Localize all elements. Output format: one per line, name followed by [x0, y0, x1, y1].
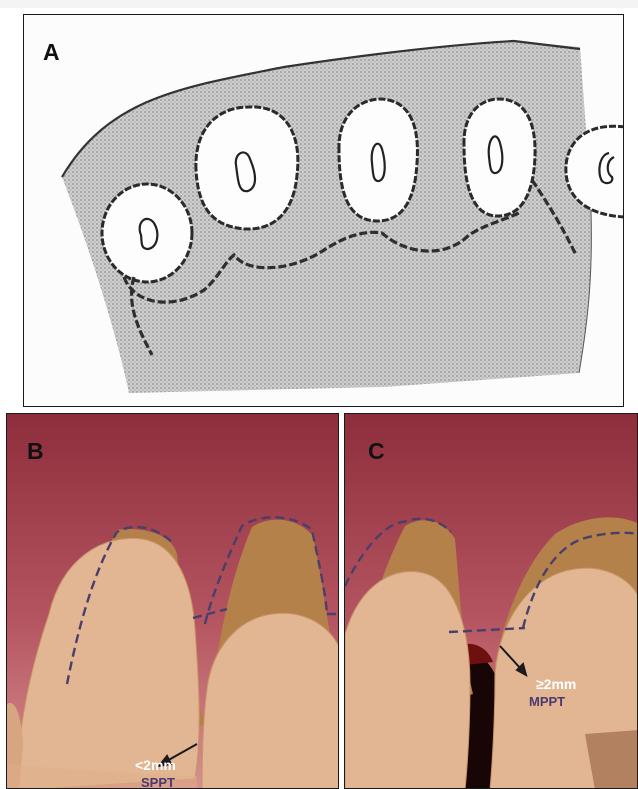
panel-c-drawing [345, 414, 638, 789]
panel-c-label: C [368, 438, 385, 465]
cropped-caption-strip [0, 0, 638, 8]
papilla-type-label: SPPT [141, 775, 175, 789]
tooth-cross-section-3 [339, 99, 417, 221]
panel-a-illustration [24, 15, 624, 407]
tooth-cross-section-1 [102, 184, 192, 282]
panel-a-line-drawing: A [23, 14, 624, 407]
panel-b-drawing [7, 414, 339, 789]
papilla-type-label: MPPT [529, 694, 565, 709]
measurement-label: ≥2mm [536, 676, 576, 692]
measurement-label: <2mm [135, 757, 176, 773]
tooth-cross-section-2 [196, 107, 298, 229]
left-tooth [345, 572, 470, 789]
panel-b-label: B [27, 438, 44, 465]
tooth-cross-section-4 [464, 99, 535, 216]
panel-c-illustration: C ≥2mm MPPT [344, 413, 638, 789]
panel-b-illustration: B <2mm SPPT [6, 413, 339, 789]
panel-a-label: A [43, 39, 60, 66]
